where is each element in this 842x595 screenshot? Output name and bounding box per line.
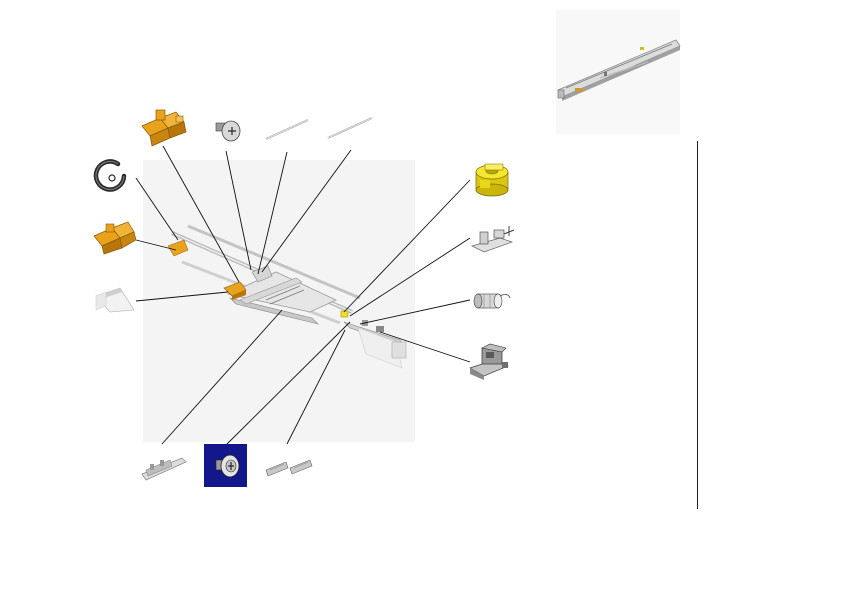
pad-icon[interactable] <box>289 459 313 475</box>
assembly-overview-icon[interactable] <box>557 39 681 101</box>
rod-icon[interactable] <box>265 119 309 140</box>
cross-screw-icon[interactable] <box>215 120 241 142</box>
e-ring-icon[interactable] <box>93 159 127 192</box>
slide-guide-icon[interactable] <box>141 457 187 481</box>
pin-holder-icon[interactable] <box>471 226 515 253</box>
spring-icon[interactable] <box>473 293 511 309</box>
orange-bracket-icon[interactable] <box>141 109 187 147</box>
plate-icon[interactable] <box>95 287 135 313</box>
rail-assembly[interactable] <box>167 224 407 369</box>
rod-icon[interactable] <box>327 117 373 139</box>
leader-lines <box>135 145 471 448</box>
washer-screw-icon[interactable] <box>204 444 247 487</box>
orange-bracket-icon[interactable] <box>93 221 137 255</box>
gear-icon[interactable] <box>475 163 509 197</box>
pad-icon[interactable] <box>265 461 289 477</box>
clamp-icon[interactable] <box>469 343 509 380</box>
vertical-divider <box>697 141 698 509</box>
